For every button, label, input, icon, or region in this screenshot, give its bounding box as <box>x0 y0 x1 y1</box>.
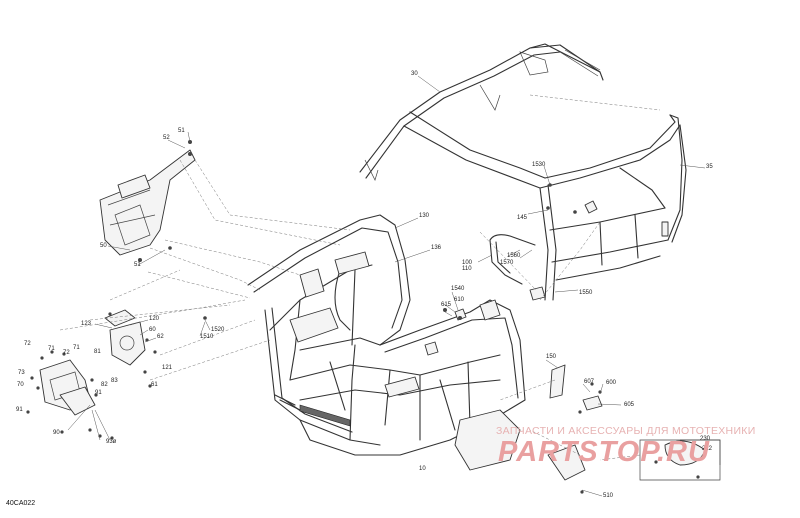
callout-93: 93ø <box>106 439 117 445</box>
callout-145: 145 <box>517 215 528 221</box>
callout-82: 82 <box>101 382 108 388</box>
callout-1530: 1530 <box>532 162 546 168</box>
callout-100: 100 <box>462 260 473 266</box>
callout-61: 61 <box>151 382 158 388</box>
callout-123: 123 <box>81 321 92 327</box>
callout-136: 136 <box>431 245 442 251</box>
callout-1550: 1550 <box>579 290 593 296</box>
callout-607: 607 <box>584 379 595 385</box>
callout-1560: 1560 <box>507 253 521 259</box>
callout-91-left: 91 <box>16 407 23 413</box>
callout-110: 110 <box>462 266 472 272</box>
callout-51-bottom: 51 <box>134 262 141 268</box>
callout-71-left: 71 <box>48 346 55 352</box>
right-parts <box>547 364 721 481</box>
left-brackets <box>39 309 146 416</box>
callout-51-top: 51 <box>178 128 185 134</box>
watermark-text: ЗАПЧАСТИ И АКСЕССУАРЫ ДЛЯ МОТОТЕХНИКИ <box>496 425 756 437</box>
callout-1540: 1540 <box>451 286 465 292</box>
callout-1510: 1510 <box>200 334 214 340</box>
callout-1570: 1570 <box>500 260 514 266</box>
callout-1520: 1520 <box>211 327 225 333</box>
callout-50: 50 <box>100 243 107 249</box>
leader-lines <box>59 75 706 497</box>
callout-600: 600 <box>606 380 617 386</box>
grab-handle <box>489 234 536 285</box>
callout-35: 35 <box>706 164 713 170</box>
callout-510: 510 <box>603 493 614 499</box>
callout-150: 150 <box>546 354 557 360</box>
callout-610: 610 <box>454 297 465 303</box>
callout-615: 615 <box>441 302 452 308</box>
callout-121: 121 <box>162 365 173 371</box>
callout-130: 130 <box>419 213 430 219</box>
callout-72-right: 72 <box>63 350 70 356</box>
main-chassis <box>247 214 526 471</box>
callout-605: 605 <box>624 402 635 408</box>
callout-10: 10 <box>419 466 426 472</box>
callout-120: 120 <box>149 316 160 322</box>
callout-81: 81 <box>94 349 101 355</box>
watermark-logo: PARTSTOP.RU <box>498 436 710 468</box>
fasteners <box>26 140 700 494</box>
callout-222: 222 <box>702 446 713 452</box>
front-panel <box>99 149 196 256</box>
callout-70: 70 <box>17 382 24 388</box>
callout-73: 73 <box>18 370 25 376</box>
callout-91-right: 91 <box>95 390 102 396</box>
callout-62: 62 <box>157 334 164 340</box>
callout-60: 60 <box>149 327 156 333</box>
callout-71-right: 71 <box>73 345 80 351</box>
diagram-code: 40CA022 <box>6 500 36 507</box>
callout-230: 230 <box>700 436 711 442</box>
callout-90: 90 <box>53 430 60 436</box>
roll-cage <box>359 43 687 301</box>
callout-72-left: 72 <box>24 341 31 347</box>
callout-83: 83 <box>111 378 118 384</box>
callout-52: 52 <box>163 135 170 141</box>
callout-30: 30 <box>411 71 418 77</box>
